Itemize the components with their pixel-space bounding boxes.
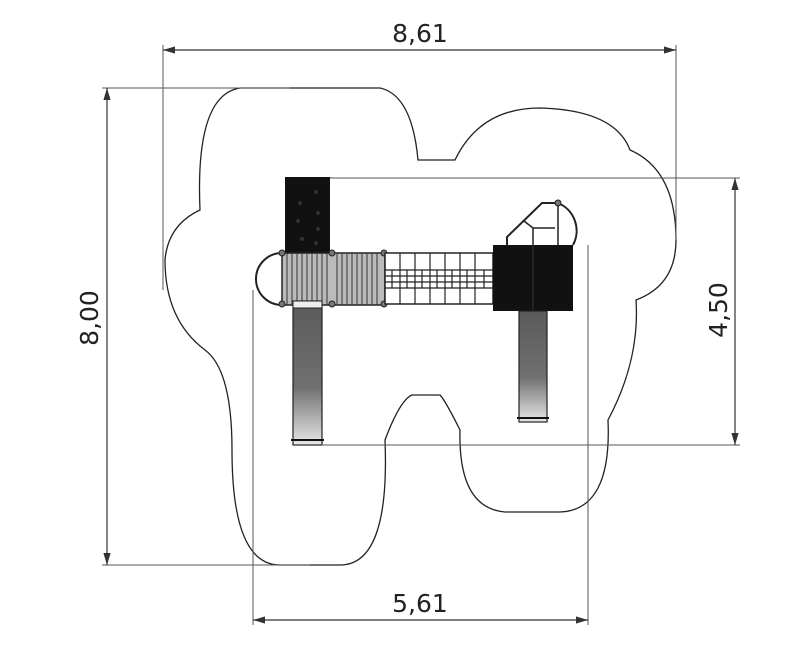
dimension-label-height: 8,00: [75, 290, 104, 346]
safety-zone-outline: [164, 87, 677, 566]
dimension-label-equipment-width: 5,61: [392, 589, 448, 618]
deck-platform: [281, 252, 386, 306]
net-bridge: [384, 252, 494, 305]
tower-rail: [506, 202, 578, 246]
climbing-wall-panel: [285, 177, 330, 253]
curved-rail: [255, 252, 283, 306]
right-slide: [518, 310, 548, 423]
extension-lines: [102, 45, 740, 625]
left-slide: [292, 300, 323, 446]
dimension-label-width: 8,61: [392, 19, 448, 48]
dimension-label-depth: 4,50: [704, 282, 733, 338]
play-structure: [255, 177, 578, 446]
